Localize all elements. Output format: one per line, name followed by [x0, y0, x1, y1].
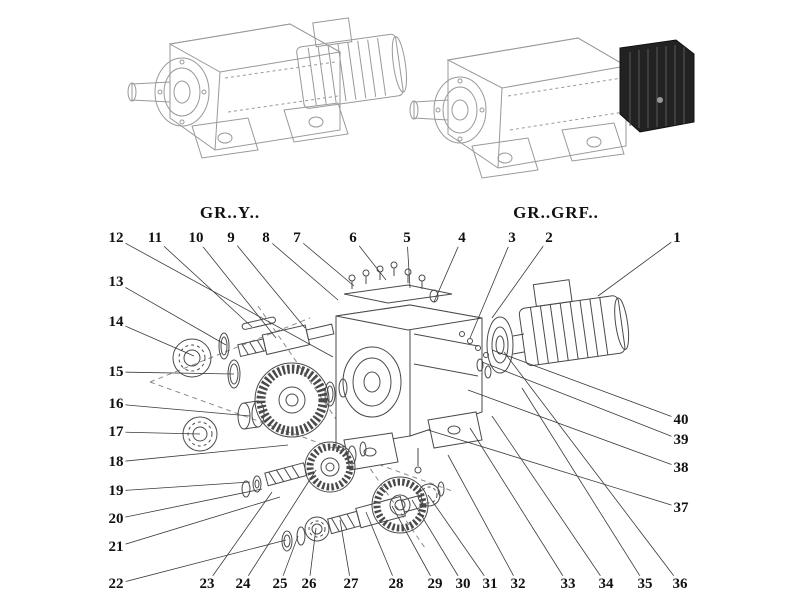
part-number-24: 24	[233, 575, 253, 593]
part-number-39: 39	[671, 431, 691, 449]
variant-label-gr-y: GR..Y..	[199, 203, 261, 222]
leader-line-34	[491, 415, 607, 585]
leader-line-19	[115, 481, 251, 492]
part-number-16: 16	[106, 395, 126, 413]
part-number-3: 3	[506, 229, 518, 247]
leader-line-24	[242, 469, 317, 585]
leader-lines	[115, 237, 682, 585]
leader-line-16	[115, 403, 251, 417]
leader-line-26	[308, 527, 317, 585]
leader-line-28	[365, 511, 397, 585]
part-number-15: 15	[106, 363, 126, 381]
part-number-19: 19	[106, 482, 126, 500]
leader-line-18	[115, 444, 289, 463]
part-number-30: 30	[453, 575, 473, 593]
assembled-view-gr-grf	[409, 37, 695, 179]
leader-line-38	[467, 389, 682, 469]
part-number-8: 8	[260, 229, 272, 247]
part-number-33: 33	[558, 575, 578, 593]
part-number-25: 25	[270, 575, 290, 593]
part-number-2: 2	[543, 229, 555, 247]
leader-line-14	[115, 321, 195, 357]
part-number-34: 34	[596, 575, 616, 593]
shaft-key	[241, 316, 276, 330]
leader-line-37	[427, 429, 682, 509]
part-number-13: 13	[106, 273, 126, 291]
leader-line-21	[115, 496, 281, 548]
leader-line-3	[469, 237, 513, 339]
leader-line-11	[154, 237, 253, 328]
leader-line-13	[115, 281, 227, 346]
leader-line-35	[521, 387, 646, 585]
assembled-view-gr-y	[127, 17, 407, 159]
part-number-20: 20	[106, 510, 126, 528]
leader-line-1	[597, 237, 678, 297]
leader-line-27	[339, 519, 352, 585]
leader-line-2	[491, 237, 550, 319]
leader-line-23	[206, 491, 273, 585]
motor-outline	[296, 17, 407, 109]
part-number-27: 27	[341, 575, 361, 593]
leader-line-8	[265, 237, 339, 301]
large-gear	[254, 362, 330, 438]
output-gear	[371, 476, 429, 534]
part-number-5: 5	[401, 229, 413, 247]
part-number-6: 6	[347, 229, 359, 247]
part-number-21: 21	[106, 538, 126, 556]
leader-line-12	[115, 237, 334, 358]
leader-line-4	[433, 237, 463, 303]
leader-line-22	[115, 539, 287, 585]
leader-line-40	[491, 349, 682, 421]
variant-label-gr-grf: GR..GRF..	[513, 203, 599, 222]
part-number-18: 18	[106, 453, 126, 471]
leader-line-17	[115, 431, 201, 435]
part-number-37: 37	[671, 499, 691, 517]
part-number-12: 12	[106, 229, 126, 247]
cover-bolts	[348, 261, 439, 303]
part-number-1: 1	[671, 229, 683, 247]
leader-line-31	[427, 494, 491, 585]
gear-housing	[335, 261, 483, 474]
part-number-10: 10	[186, 229, 206, 247]
part-number-17: 17	[106, 423, 126, 441]
part-number-11: 11	[145, 229, 165, 247]
part-number-38: 38	[671, 459, 691, 477]
part-number-4: 4	[456, 229, 468, 247]
leader-line-20	[115, 488, 263, 520]
part-number-32: 32	[508, 575, 528, 593]
input-shaft-assembly	[172, 316, 348, 452]
leader-line-10	[195, 237, 277, 339]
part-number-22: 22	[106, 575, 126, 593]
part-number-23: 23	[197, 575, 217, 593]
leader-line-5	[406, 237, 411, 289]
part-number-36: 36	[670, 575, 690, 593]
leader-line-33	[469, 427, 569, 585]
part-number-29: 29	[425, 575, 445, 593]
intermediate-shaft-assembly	[241, 441, 367, 498]
leader-line-39	[481, 361, 682, 441]
part-number-40: 40	[671, 411, 691, 429]
leader-line-7	[296, 237, 355, 287]
leader-line-32	[447, 454, 519, 585]
exploded-view	[149, 261, 630, 552]
part-number-35: 35	[635, 575, 655, 593]
part-number-28: 28	[386, 575, 406, 593]
part-number-14: 14	[106, 313, 126, 331]
leader-line-30	[411, 499, 464, 585]
part-number-26: 26	[299, 575, 319, 593]
leader-line-9	[230, 237, 306, 329]
motor-assembly	[459, 279, 630, 379]
part-number-7: 7	[291, 229, 303, 247]
leader-line-29	[391, 505, 436, 585]
dark-adapter-block	[619, 39, 695, 133]
part-number-9: 9	[225, 229, 237, 247]
intermediate-gear	[304, 441, 356, 493]
part-number-31: 31	[480, 575, 500, 593]
leader-line-15	[115, 371, 235, 375]
leader-line-36	[503, 351, 681, 585]
output-shaft-assembly	[281, 476, 445, 552]
